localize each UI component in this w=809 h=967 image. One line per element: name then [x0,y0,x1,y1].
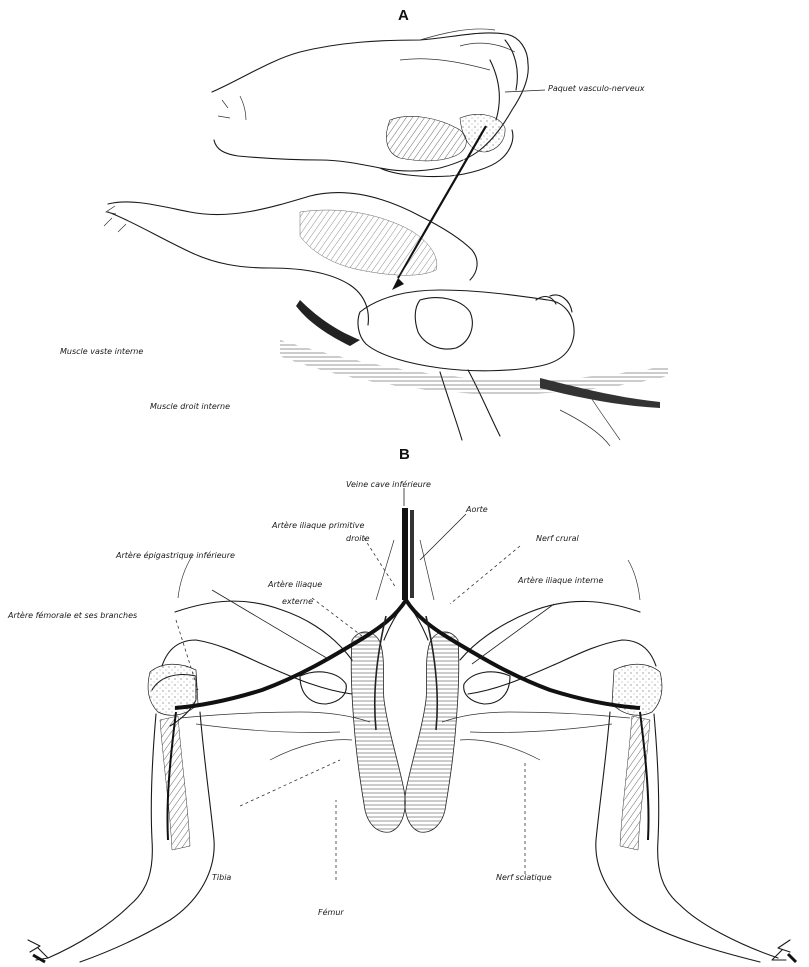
panel-b-illustration: B [7,446,796,962]
hand-illustration [212,29,528,177]
panel-a-letter: A [398,7,409,24]
label-artere-epigastrique-inferieure: Artère épigastrique inférieure [115,550,235,560]
label-nerf-crural: Nerf crural [536,534,580,543]
label-artere-femorale: Artère fémorale et ses branches [7,610,137,620]
panel-a-illustration: A [60,7,668,446]
label-veine-cave-inferieure: Veine cave inférieure [346,479,431,489]
pelvic-bones [300,600,510,832]
label-artere-iliaque-interne: Artère iliaque interne [517,575,603,585]
label-artere-iliaque-externe: Artère iliaque [267,579,322,589]
label-muscle-vaste-interne: Muscle vaste interne [60,347,143,356]
label-tibia: Tibia [212,873,231,882]
panel-b-letter: B [399,446,410,463]
label-paquet-vasculo-nerveux: Paquet vasculo-nerveux [548,84,645,93]
label-muscle-droit-interne: Muscle droit interne [150,402,230,411]
label-nerf-sciatique: Nerf sciatique [496,873,552,882]
right-hind-limb [468,640,796,962]
label-artere-iliaque-primitive: Artère iliaque primitive [271,520,364,530]
label-aorte: Aorte [465,505,488,514]
label-droite: droite [346,534,370,543]
label-externe: externe [282,597,313,606]
label-femur: Fémur [318,907,344,917]
left-hind-limb [28,640,352,962]
